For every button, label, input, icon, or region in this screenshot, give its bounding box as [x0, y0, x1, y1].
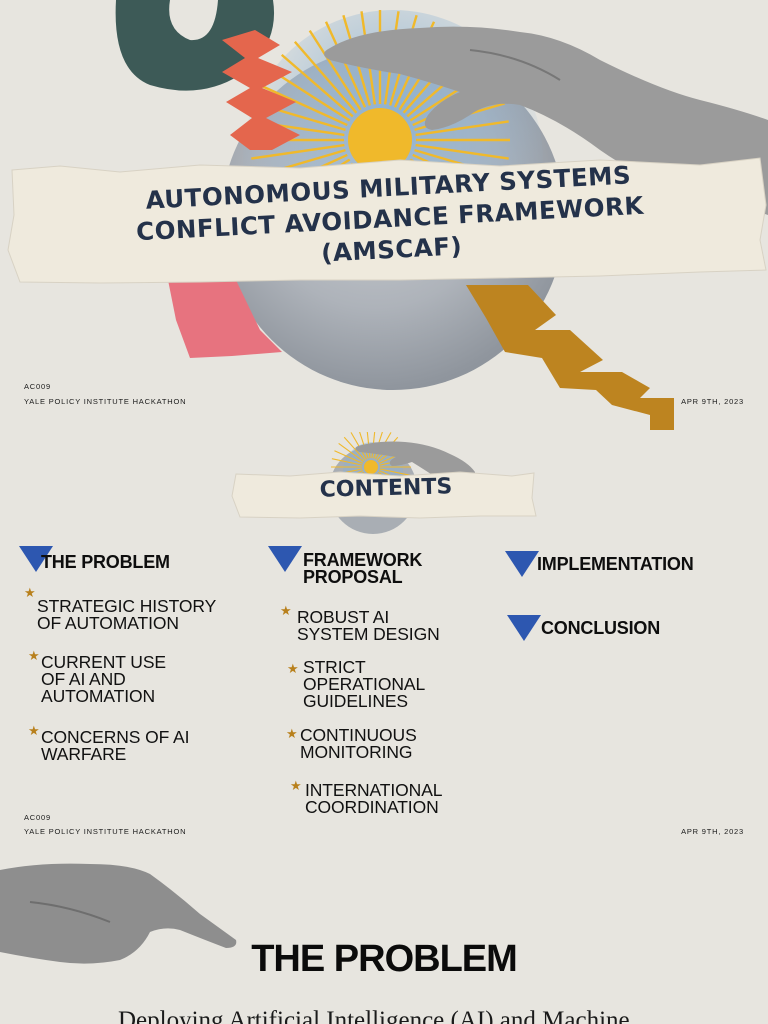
sun-ray — [308, 29, 362, 111]
sun-ray — [338, 443, 365, 463]
sun-ray — [343, 436, 366, 461]
star-icon: ★ — [286, 727, 298, 742]
section-title-implementation[interactable]: IMPLEMENTATION — [537, 554, 694, 574]
problem-body-text: Deploying Artificial Intelligence (AI) a… — [118, 1007, 630, 1024]
problem-slide: THE PROBLEM Deploying Artificial Intelli… — [0, 862, 768, 1024]
event-name: YALE POLICY INSTITUTE HACKATHON — [24, 827, 187, 836]
section-title-framework[interactable]: FRAMEWORK PROPOSAL — [303, 550, 423, 587]
item-international-coordination[interactable]: INTERNATIONAL COORDINATION — [305, 780, 443, 817]
section-title-conclusion[interactable]: CONCLUSION — [541, 618, 660, 638]
item-concerns[interactable]: CONCERNS OF AI WARFARE — [41, 727, 190, 764]
star-icon: ★ — [28, 649, 40, 664]
sun-ray — [324, 21, 367, 108]
contents-slide: CONTENTS THE PROBLEM ★ STRATEGIC HISTORY… — [0, 432, 768, 862]
down-triangle-icon — [505, 551, 539, 577]
sun-ray — [334, 450, 364, 464]
down-triangle-icon — [268, 546, 302, 572]
pointing-hand-shape — [0, 863, 237, 964]
sun-ray — [251, 143, 345, 160]
sun-ray — [415, 143, 509, 160]
problem-heading: THE PROBLEM — [251, 938, 518, 980]
sun-ray — [293, 40, 358, 114]
title-slide: AUTONOMOUS MILITARY SYSTEMS CONFLICT AVO… — [0, 0, 768, 430]
mustard-zigzag-shape — [466, 285, 674, 430]
star-icon: ★ — [280, 604, 292, 619]
sun-ray — [379, 468, 411, 476]
title-tape — [7, 157, 767, 284]
star-icon: ★ — [290, 779, 302, 794]
pointing-hand-image — [0, 863, 237, 964]
slide-code: AC009 — [24, 382, 51, 391]
star-icon: ★ — [24, 586, 36, 601]
sun-ray — [415, 120, 509, 137]
contents-tape — [231, 471, 537, 519]
event-date: APR 9TH, 2023 — [681, 827, 744, 836]
item-strict-guidelines[interactable]: STRICT OPERATIONAL GUIDELINES — [303, 657, 426, 711]
down-triangle-icon — [19, 546, 53, 572]
slide-code: AC009 — [24, 813, 51, 822]
sun-ray — [280, 53, 354, 118]
sun-ray — [269, 68, 351, 122]
coral-zigzag-shape — [222, 30, 300, 150]
item-robust-ai[interactable]: ROBUST AI SYSTEM DESIGN — [297, 607, 440, 644]
item-current-use[interactable]: CURRENT USE OF AI AND AUTOMATION — [41, 652, 166, 706]
star-icon: ★ — [28, 724, 40, 739]
section-title-problem[interactable]: THE PROBLEM — [41, 552, 170, 572]
pink-ribbon-shape — [168, 278, 282, 358]
sun-ray — [331, 458, 363, 466]
sun-ray — [359, 432, 369, 459]
item-strategic-history[interactable]: STRATEGIC HISTORY OF AUTOMATION — [37, 596, 217, 633]
sun-ray — [261, 84, 348, 127]
sun-core — [348, 108, 412, 172]
item-continuous-monitoring[interactable]: CONTINUOUS MONITORING — [300, 725, 417, 762]
star-icon: ★ — [287, 662, 299, 677]
contents-collage — [231, 432, 537, 534]
event-date: APR 9TH, 2023 — [681, 397, 744, 406]
event-name: YALE POLICY INSTITUTE HACKATHON — [24, 397, 187, 406]
sun-ray — [350, 432, 367, 460]
down-triangle-icon — [507, 615, 541, 641]
title-collage — [7, 0, 768, 430]
